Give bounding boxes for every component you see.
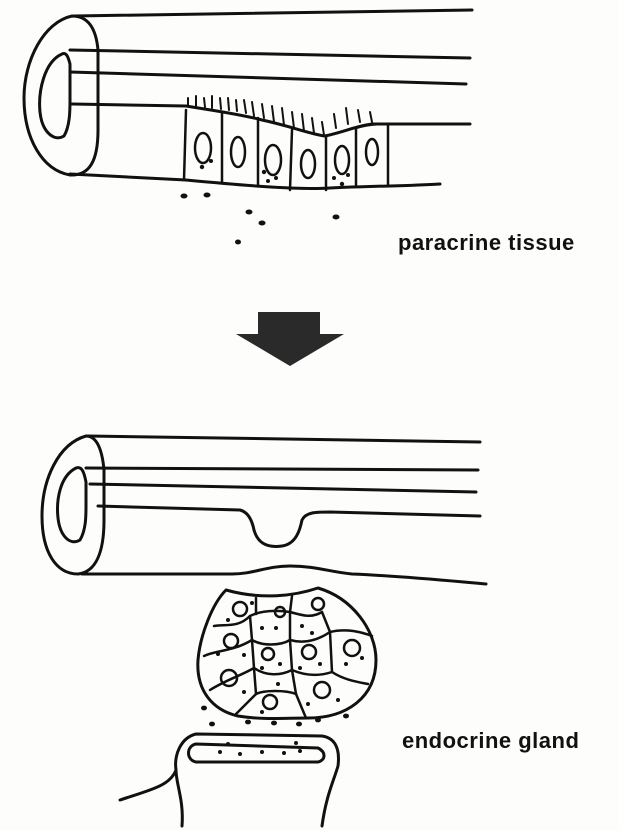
endocrine-gland-illustration (42, 436, 486, 826)
bottom-tube-wall-bottom (82, 566, 486, 584)
top-tube-ring-inner (40, 53, 70, 137)
top-tube-inner-1 (70, 50, 470, 58)
bottom-tube-lumen-fold (98, 506, 480, 546)
epithelial-cells (184, 110, 388, 190)
blood-vessel-lower (176, 770, 182, 826)
bottom-tube-wall-top (88, 436, 480, 442)
gland-outline (198, 588, 376, 719)
bottom-tube-ring-inner (58, 468, 86, 542)
top-tube-wall-top (74, 10, 472, 16)
blood-vessel-lumen (189, 744, 325, 762)
top-tube-ring-outer (24, 16, 98, 175)
paracrine-tissue-illustration (24, 10, 472, 245)
top-tube-inner-2 (70, 72, 466, 84)
microvilli (188, 96, 372, 135)
label-paracrine-tissue: paracrine tissue (398, 230, 575, 256)
top-tube-wall-bottom (70, 174, 440, 189)
bottom-tube-inner-2 (90, 484, 476, 492)
bottom-tube-ring-outer (42, 436, 104, 574)
bottom-tube-inner-1 (86, 468, 478, 470)
gland-cell-borders (204, 596, 372, 718)
label-endocrine-gland: endocrine gland (402, 728, 579, 754)
top-tube-lumen-lower (72, 104, 470, 136)
secreted-particles-top (181, 193, 340, 245)
transition-arrow (236, 312, 344, 366)
